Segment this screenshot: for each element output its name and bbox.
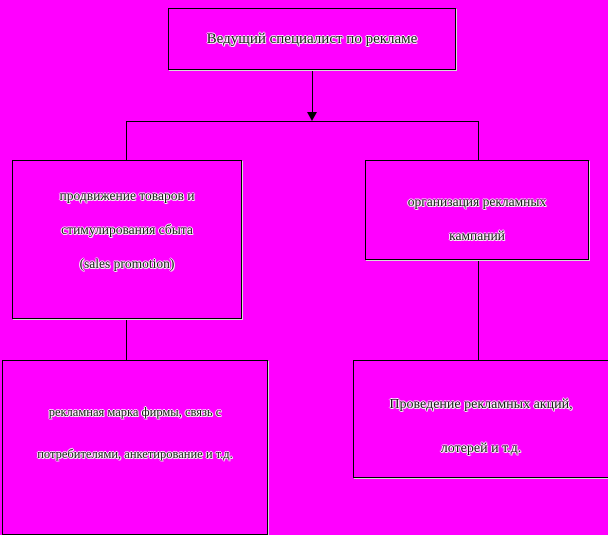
brand-node: рекламная марка фирмы, связь с потребите… — [2, 360, 268, 535]
diagram-canvas: Ведущий специалист по рекламе продвижени… — [2, 8, 608, 535]
campaign-node-line-2: кампаний — [449, 228, 505, 243]
connector-bus-to-campaign — [478, 121, 479, 161]
root-node-line-1: Ведущий специалист по рекламе — [206, 31, 418, 47]
actions-node-line-2: лотерей и т.д. — [440, 441, 522, 456]
root-node: Ведущий специалист по рекламе — [168, 8, 456, 70]
connector-bus-to-promotion — [126, 121, 127, 161]
promotion-node: продвижение товаров и стимулирования сбы… — [12, 160, 242, 319]
campaign-node-line-1: организация рекламных — [407, 194, 547, 209]
brand-node-line-2: потребителями, анкетирование и т.д. — [37, 447, 233, 461]
promotion-node-line-3: (sales promotion) — [79, 256, 175, 271]
connector-horizontal-bus — [126, 121, 479, 122]
actions-node: Проведение рекламных акций, лотерей и т.… — [353, 360, 608, 478]
brand-node-line-1: рекламная марка фирмы, связь с — [48, 405, 222, 419]
campaign-node: организация рекламных кампаний — [365, 160, 589, 260]
connector-campaign-to-actions — [478, 259, 479, 361]
connector-root-stem — [312, 70, 313, 116]
promotion-node-line-1: продвижение товаров и — [59, 188, 195, 203]
actions-node-line-1: Проведение рекламных акций, — [389, 397, 573, 412]
down-arrow-icon — [307, 112, 317, 121]
connector-promotion-to-brand — [126, 318, 127, 361]
promotion-node-line-2: стимулирования сбыта — [61, 222, 193, 237]
